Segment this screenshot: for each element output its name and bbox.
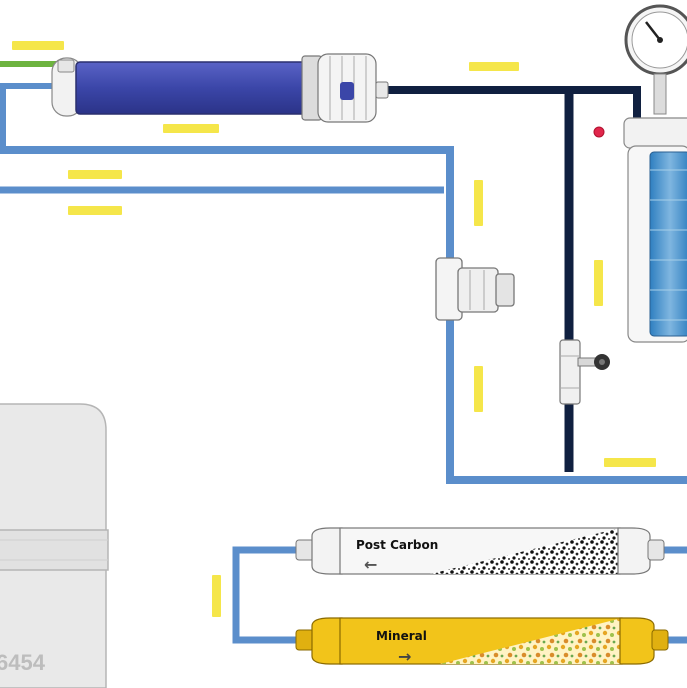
indicator-dot [593,126,605,138]
pipe-labels [12,41,656,617]
pipe-label-tag [68,170,122,179]
pipe-label-tag [12,41,64,50]
pressure-gauge-icon [624,4,687,115]
pipe-label-tag [212,575,221,617]
mineral-label: Mineral [376,629,427,643]
post-carbon-filter: Post Carbon ← [295,527,665,575]
pipe-label-tag [594,260,603,306]
post-carbon-label: Post Carbon [356,538,438,552]
pipe-label-tag [474,180,483,226]
pipe-label-tag [469,62,519,71]
filter-housing-icon [623,117,687,343]
pipe-label-tag [604,458,656,467]
mineral-filter: Mineral → [295,617,669,666]
needle-valve-icon [559,339,610,405]
pipe-label-tag [474,366,483,412]
post-carbon-flow-arrow: ← [364,555,377,574]
storage-tank-icon: 6454 [0,403,109,688]
pipe-label-tag [163,124,219,133]
membrane-housing-icon [51,53,389,123]
blue-filter-loop-pipe [232,546,305,644]
tank-code: 6454 [0,650,46,675]
shutoff-valve-icon [435,257,515,321]
navy-permeate-pipe [382,86,641,118]
pipe-label-tag [68,206,122,215]
mineral-flow-arrow: → [398,647,411,666]
